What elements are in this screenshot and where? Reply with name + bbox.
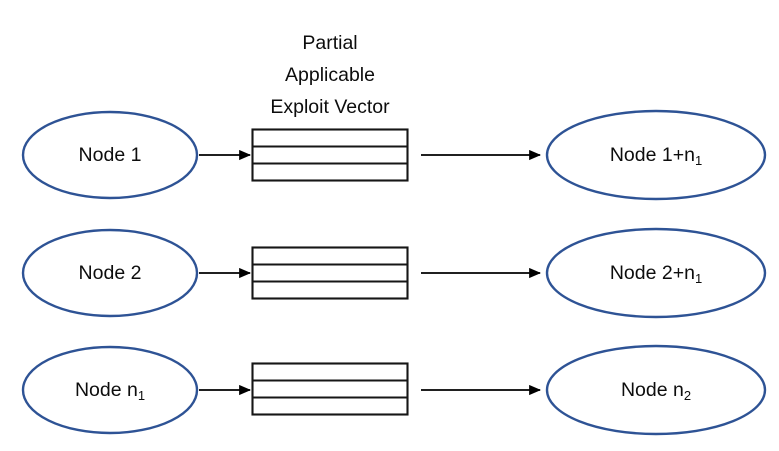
vector-title-line-3: Exploit Vector [270,96,390,118]
exploit-vector-3[interactable] [251,362,409,416]
source-node-2-shape[interactable] [21,228,199,318]
source-node-1-shape[interactable] [21,110,199,200]
target-node-2[interactable]: Node 2+n1 [545,227,767,319]
target-node-2-shape[interactable] [545,227,767,319]
exploit-vector-1[interactable] [251,128,409,182]
target-node-3-label: Node n2 [621,379,691,403]
source-node-1-label: Node 1 [79,144,142,166]
target-node-3-shape[interactable] [545,344,767,436]
exploit-vector-2-box[interactable] [251,246,409,300]
exploit-vector-2[interactable] [251,246,409,300]
exploit-vector-3-box[interactable] [251,362,409,416]
target-node-2-label: Node 2+n1 [610,262,702,286]
target-node-1-shape[interactable] [545,109,767,201]
vector-title-line-2: Applicable [285,64,375,86]
target-node-3[interactable]: Node n2 [545,344,767,436]
target-node-3-base: Node n [621,379,684,401]
target-node-1-base: Node 1+n [610,144,695,166]
source-node-1-base: Node 1 [79,144,142,166]
source-node-3-sub: 1 [138,388,145,403]
target-node-3-sub: 2 [684,388,691,403]
vector-title-line-1: Partial [302,32,357,54]
diagram-row: Node n1 Node n2 [21,344,767,436]
target-node-2-base: Node 2+n [610,262,695,284]
source-node-3[interactable]: Node n1 [21,345,199,435]
vector-title: Partial Applicable Exploit Vector [270,32,390,118]
target-node-2-sub: 1 [695,271,702,286]
diagram-row: Node 1 Node 1+n1 [21,109,767,201]
source-node-3-base: Node n [75,379,138,401]
source-node-2[interactable]: Node 2 [21,228,199,318]
target-node-1-sub: 1 [695,153,702,168]
source-node-3-shape[interactable] [21,345,199,435]
source-node-3-label: Node n1 [75,379,145,403]
source-node-2-base: Node 2 [79,262,142,284]
target-node-1[interactable]: Node 1+n1 [545,109,767,201]
target-node-1-label: Node 1+n1 [610,144,702,168]
source-node-2-label: Node 2 [79,262,142,284]
exploit-vector-1-box[interactable] [251,128,409,182]
source-node-1[interactable]: Node 1 [21,110,199,200]
diagram-row: Node 2 Node 2+n1 [21,227,767,319]
